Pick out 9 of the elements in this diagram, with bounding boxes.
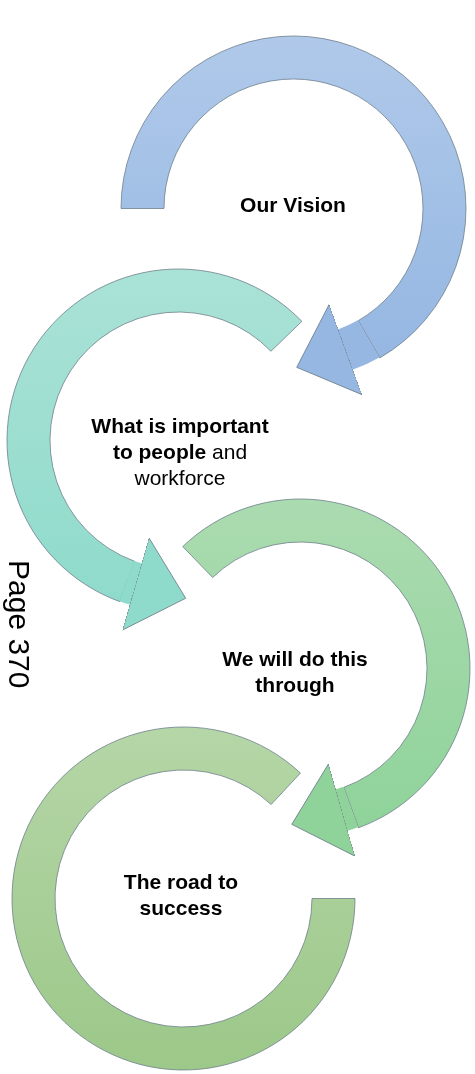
arrow (119, 537, 186, 631)
arrow (291, 763, 358, 857)
node-label: What is important to people and workforce (90, 413, 270, 491)
circular-band (11, 726, 355, 1070)
arrow (296, 304, 379, 395)
node-label: We will do this through (221, 646, 369, 698)
page-number: Page 370 (2, 560, 36, 689)
node-label: The road to success (122, 869, 240, 921)
node-label: Our Vision (239, 192, 347, 218)
